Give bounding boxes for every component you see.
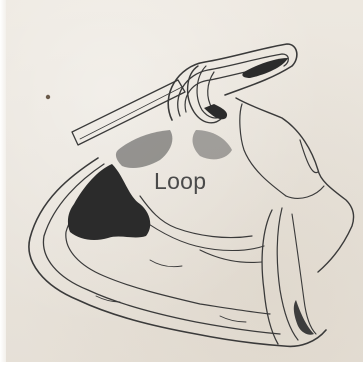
left-shading — [68, 164, 150, 240]
bag-front — [236, 98, 354, 272]
paper-tab — [228, 362, 264, 371]
pencil-dot — [46, 95, 50, 99]
caption-label: Loop — [154, 170, 206, 193]
right-fold — [262, 210, 278, 344]
paper-bottom-edge — [0, 362, 363, 371]
